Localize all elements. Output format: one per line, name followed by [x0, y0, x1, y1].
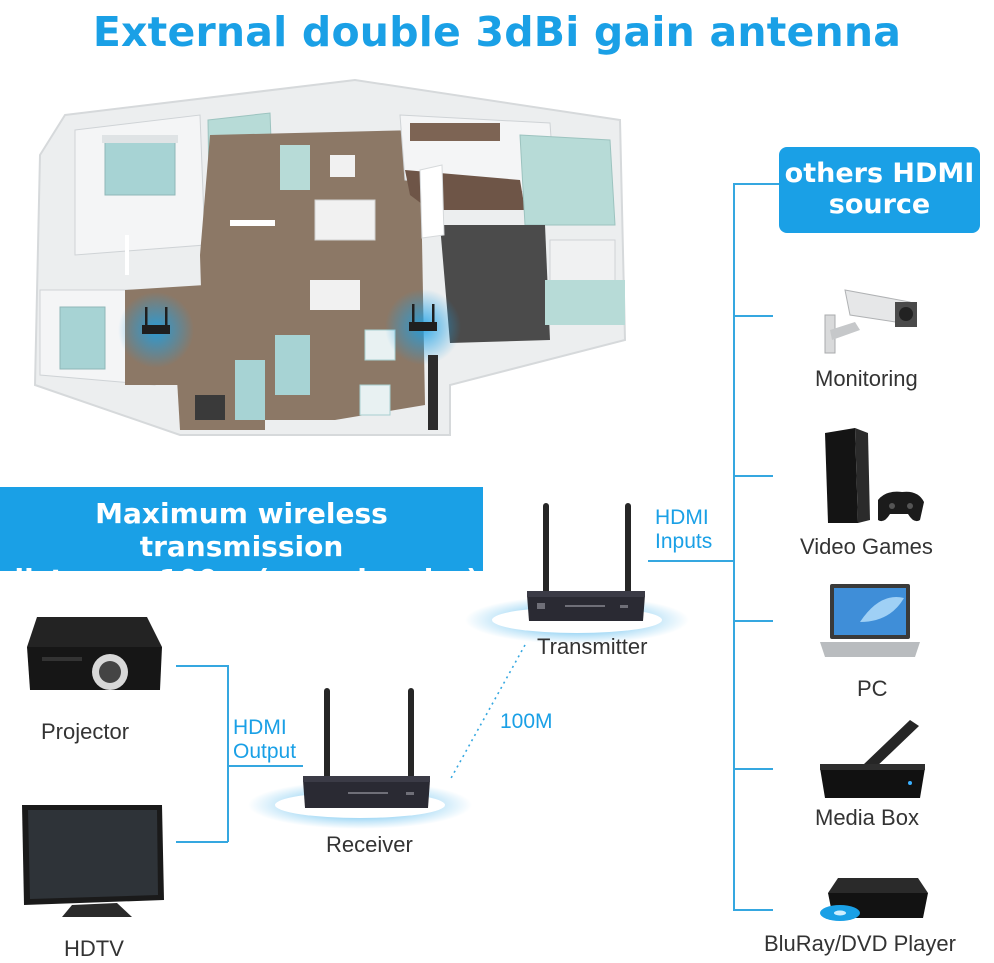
receiver-link-line [227, 765, 303, 767]
source-tick-pc [733, 620, 773, 622]
hdmi-inputs-line-2: Inputs [655, 530, 713, 553]
headline: External double 3dBi gain antenna [92, 8, 902, 56]
source-tick-monitoring [733, 315, 773, 317]
hdmi-output-label: HDMI Output [233, 716, 296, 764]
source-label-pc: PC [857, 676, 888, 701]
floor-plan-illustration [33, 78, 627, 436]
output-label-hdtv: HDTV [64, 936, 124, 961]
output-label-projector: Projector [41, 719, 130, 744]
transmitter-link-line [648, 560, 734, 562]
sources-badge-line-1: others HDMI [784, 158, 975, 189]
hdmi-inputs-line-1: HDMI [655, 506, 709, 529]
distance-banner: Maximum wireless transmission distance: … [0, 487, 483, 596]
output-tick-hdtv [176, 841, 228, 843]
wireless-link-dotted [449, 644, 526, 781]
transmitter-label: Transmitter [537, 634, 648, 659]
source-bus-top-tick [733, 183, 779, 185]
receiver-label: Receiver [326, 832, 413, 857]
projector-icon [27, 617, 162, 690]
source-tick-video-games [733, 475, 773, 477]
hdmi-output-line-1: HDMI [233, 716, 287, 739]
sources-badge: others HDMI source [779, 147, 980, 233]
bluray-player-icon [820, 878, 928, 921]
receiver-device-icon [248, 688, 472, 829]
laptop-icon [820, 584, 920, 657]
game-console-icon [825, 428, 924, 523]
source-label-bluray: BluRay/DVD Player [764, 931, 956, 956]
distance-banner-line-1: Maximum wireless transmission [95, 497, 388, 563]
security-camera-icon [824, 289, 917, 354]
source-tick-bluray [733, 909, 773, 911]
source-bus-line [733, 183, 735, 910]
sources-badge-line-2: source [828, 189, 931, 220]
distance-100m-label: 100M [500, 710, 553, 733]
source-label-monitoring: Monitoring [815, 366, 918, 391]
hdtv-icon [22, 805, 164, 917]
source-tick-media-box [733, 768, 773, 770]
source-label-video-games: Video Games [800, 534, 933, 559]
hdmi-output-line-2: Output [233, 740, 297, 763]
media-box-icon [820, 720, 925, 798]
transmitter-device-icon [465, 503, 689, 644]
source-label-media-box: Media Box [815, 805, 919, 830]
output-bus-line [227, 665, 229, 842]
distance-banner-line-2: distance: 100m (open barrier) [4, 563, 479, 596]
output-tick-projector [176, 665, 228, 667]
hdmi-inputs-label: HDMI Inputs [655, 506, 712, 554]
